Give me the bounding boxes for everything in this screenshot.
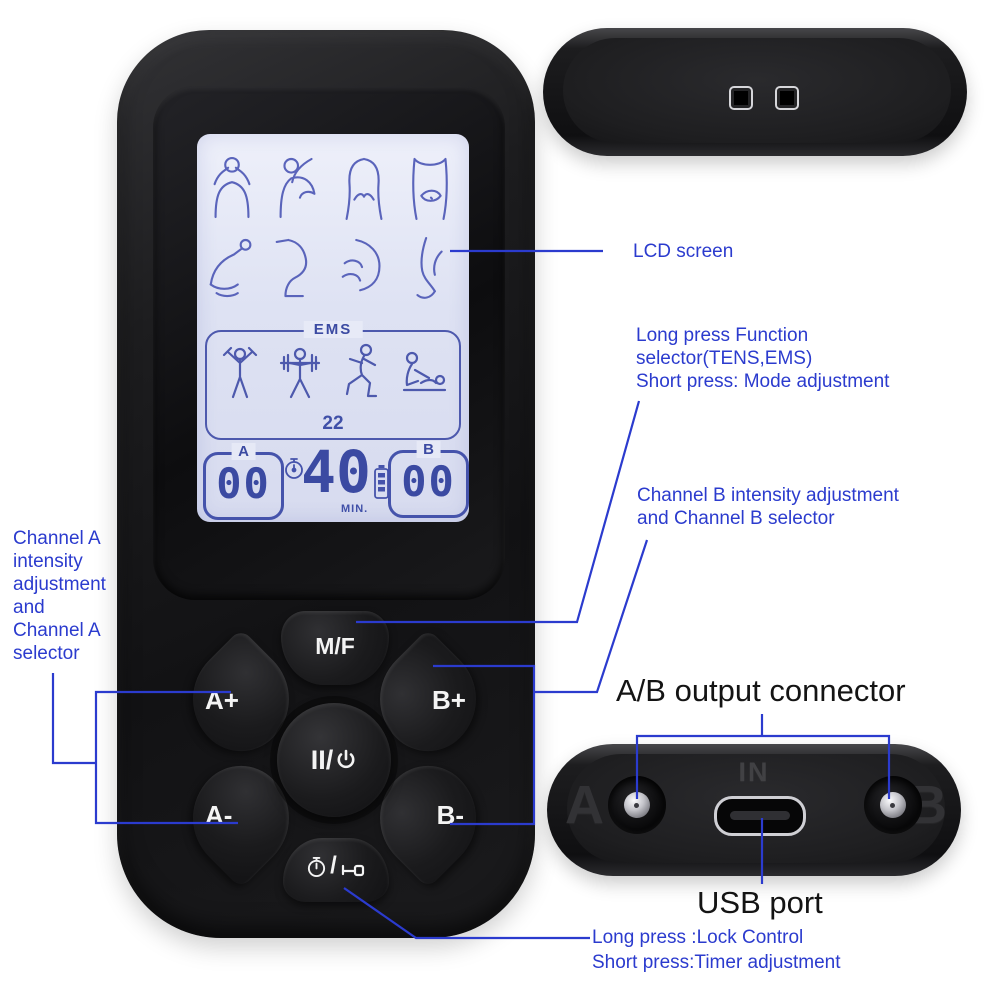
device-bottom-view: A IN B <box>547 744 961 876</box>
lower-back-icon <box>335 148 393 228</box>
channel-b-tag: B <box>416 441 441 458</box>
usb-c-port[interactable] <box>714 796 806 836</box>
channel-b-intensity-display: B 00 <box>388 441 469 518</box>
device-top-view <box>543 28 967 156</box>
channel-a-tag: A <box>231 443 256 460</box>
timer-lock-callout-label: Long press :Lock Control Short press:Tim… <box>592 927 841 973</box>
stopwatch-icon <box>283 456 305 480</box>
lock-key-icon <box>340 858 366 877</box>
foot-ankle-icon <box>401 232 459 306</box>
channel-b-value: 00 <box>401 457 456 506</box>
power-icon <box>335 748 357 772</box>
connector-pin <box>624 792 650 818</box>
tens-ems-device-front: EMS <box>117 30 535 938</box>
abdomen-icon <box>401 148 459 228</box>
timer-value: 40 <box>301 438 371 506</box>
stopwatch-icon <box>306 855 327 878</box>
arms-raise-dumbbells-icon <box>215 340 265 402</box>
channel-a-port-label: A <box>565 775 604 835</box>
channel-b-callout-label: Channel B intensity adjustment and Chann… <box>637 485 899 529</box>
lcd-screen: EMS <box>197 134 469 522</box>
channel-a-intensity-display: A 00 <box>203 443 284 520</box>
in-label: IN <box>738 757 770 787</box>
shoulder-stretch-icon <box>269 148 327 228</box>
ems-label: EMS <box>303 321 363 338</box>
b-plus-label: B+ <box>432 685 466 715</box>
massage-table-icon <box>399 340 449 402</box>
a-plus-label: A+ <box>205 685 239 715</box>
barbell-lift-icon <box>275 340 325 402</box>
channel-b-output-connector[interactable] <box>864 776 922 834</box>
channel-b-plus-button[interactable]: B+ <box>357 628 499 770</box>
slash-separator: / <box>330 852 337 879</box>
connector-pin <box>880 792 906 818</box>
channel-b-minus-button[interactable]: B- <box>357 747 499 889</box>
mode-function-button[interactable]: M/F <box>281 611 389 685</box>
ab-output-connector-label: A/B output connector <box>616 673 906 708</box>
screen-bezel: EMS <box>153 86 505 600</box>
channel-a-callout-line <box>51 673 96 765</box>
a-minus-label: A- <box>205 800 233 830</box>
knee-leg-icon <box>269 232 327 306</box>
neck-shoulders-icon <box>203 148 261 228</box>
mode-function-label: M/F <box>315 633 355 659</box>
channel-a-minus-button[interactable]: A- <box>170 747 312 889</box>
timer-lock-button[interactable]: / <box>283 838 389 902</box>
pause-label: II/ <box>310 744 334 775</box>
lcd-screen-label: LCD screen <box>633 241 734 262</box>
pause-power-button[interactable]: II/ <box>277 703 391 817</box>
top-port-2[interactable] <box>775 86 799 110</box>
channel-a-callout-label: Channel A intensity adjustment and Chann… <box>13 528 106 664</box>
top-port-1[interactable] <box>729 86 753 110</box>
hip-massage-icon <box>335 232 393 306</box>
top-panel <box>563 38 951 143</box>
b-minus-label: B- <box>436 800 464 830</box>
channel-b-callout-line <box>534 539 649 694</box>
timer-unit: MIN. <box>341 503 369 515</box>
function-selector-label: Long press Function selector(TENS,EMS) S… <box>636 325 890 392</box>
ems-mode-panel: EMS <box>205 321 461 440</box>
channel-a-plus-button[interactable]: A+ <box>170 628 312 770</box>
usb-port-label: USB port <box>697 885 823 920</box>
channel-a-value: 00 <box>216 459 271 508</box>
ems-mode-number: 22 <box>322 413 344 434</box>
channel-a-output-connector[interactable] <box>608 776 666 834</box>
elbow-arm-icon <box>203 232 261 306</box>
running-icon <box>337 340 387 402</box>
